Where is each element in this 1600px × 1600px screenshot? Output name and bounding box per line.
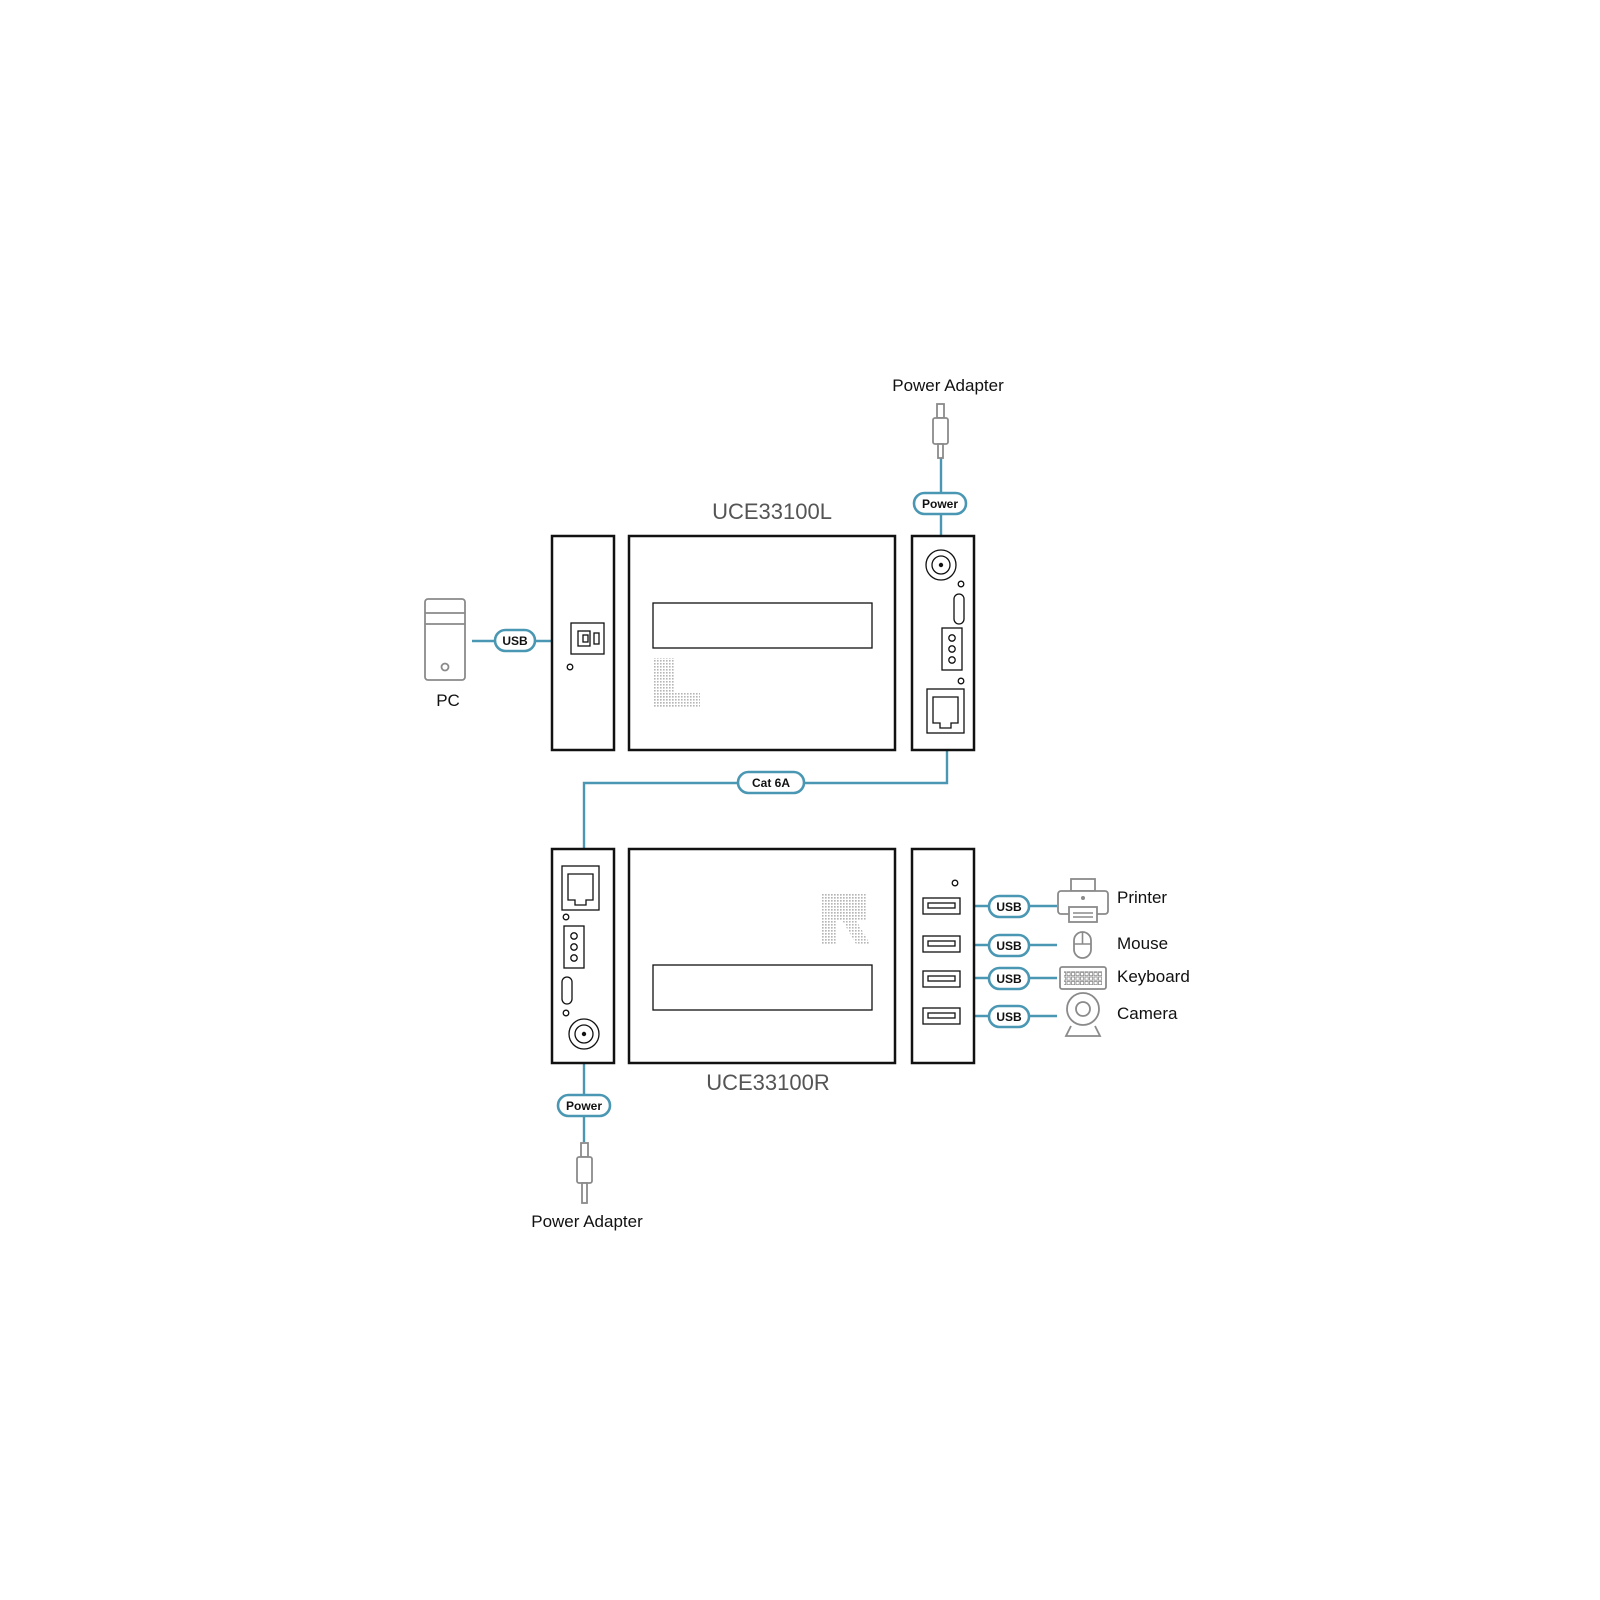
usb-pill-keyboard: USB (987, 966, 1031, 991)
dc-plug-icon-top (932, 403, 949, 459)
usb-pill-pc: USB (493, 628, 537, 653)
webcam-icon (1064, 992, 1102, 1037)
remote-led-icon (562, 913, 570, 921)
pc-label: PC (436, 691, 460, 710)
remote-right-panel (910, 847, 976, 1065)
local-led-icon-2 (957, 580, 965, 588)
remote-r-logo-icon (822, 894, 870, 944)
dc-power-jack-icon (925, 549, 957, 581)
remote-led-icon-2 (562, 1009, 570, 1017)
mouse-icon (1073, 931, 1092, 959)
svg-text:Cat 6A: Cat 6A (752, 776, 790, 790)
keyboard-label: Keyboard (1117, 967, 1190, 986)
usb-c-port-icon (953, 593, 965, 625)
usb-pill-printer: USB (987, 894, 1031, 919)
usb-c-port-icon-remote (561, 976, 573, 1005)
pc-tower-icon (424, 598, 466, 681)
local-unit-label: UCE33100L (712, 499, 832, 524)
local-l-logo-icon (654, 658, 700, 708)
usb-a-port-icon-3 (922, 970, 961, 988)
printer-icon (1057, 878, 1109, 923)
terminal-block-icon (941, 627, 963, 671)
keyboard-icon (1059, 966, 1107, 990)
svg-text:USB: USB (996, 972, 1022, 986)
usb-a-port-icon-2 (922, 935, 961, 953)
usb-pill-mouse: USB (987, 933, 1031, 958)
remote-led-icon-3 (951, 879, 959, 887)
power-pill-bottom: Power (556, 1093, 612, 1118)
local-unit (550, 534, 976, 752)
local-led-icon-3 (957, 677, 965, 685)
usb-b-port-icon (570, 622, 605, 655)
power-adapter-bottom-label: Power Adapter (531, 1212, 643, 1231)
dc-power-jack-icon-remote (568, 1018, 600, 1050)
remote-unit (550, 847, 976, 1065)
usb-a-port-icon-1 (922, 897, 961, 915)
svg-text:USB: USB (502, 634, 528, 648)
terminal-block-icon-remote (563, 925, 585, 969)
rj45-port-icon-remote (561, 865, 600, 911)
dc-plug-icon-bottom (576, 1142, 593, 1204)
local-label-window (652, 602, 873, 649)
cat6a-pill: Cat 6A (736, 770, 806, 795)
remote-main-body (627, 847, 897, 1065)
svg-text:USB: USB (996, 939, 1022, 953)
svg-text:Power: Power (566, 1099, 602, 1113)
printer-label: Printer (1117, 888, 1167, 907)
usb-pill-camera: USB (987, 1004, 1031, 1029)
camera-label: Camera (1117, 1004, 1178, 1023)
mouse-label: Mouse (1117, 934, 1168, 953)
remote-unit-label: UCE33100R (706, 1070, 830, 1095)
rj45-port-icon (926, 688, 965, 734)
local-led-icon (566, 663, 574, 671)
remote-label-window (652, 964, 873, 1011)
svg-text:USB: USB (996, 1010, 1022, 1024)
power-adapter-top-label: Power Adapter (892, 376, 1004, 395)
usb-a-port-icon-4 (922, 1007, 961, 1025)
svg-text:Power: Power (922, 497, 958, 511)
power-pill-top: Power (912, 491, 968, 516)
svg-text:USB: USB (996, 900, 1022, 914)
